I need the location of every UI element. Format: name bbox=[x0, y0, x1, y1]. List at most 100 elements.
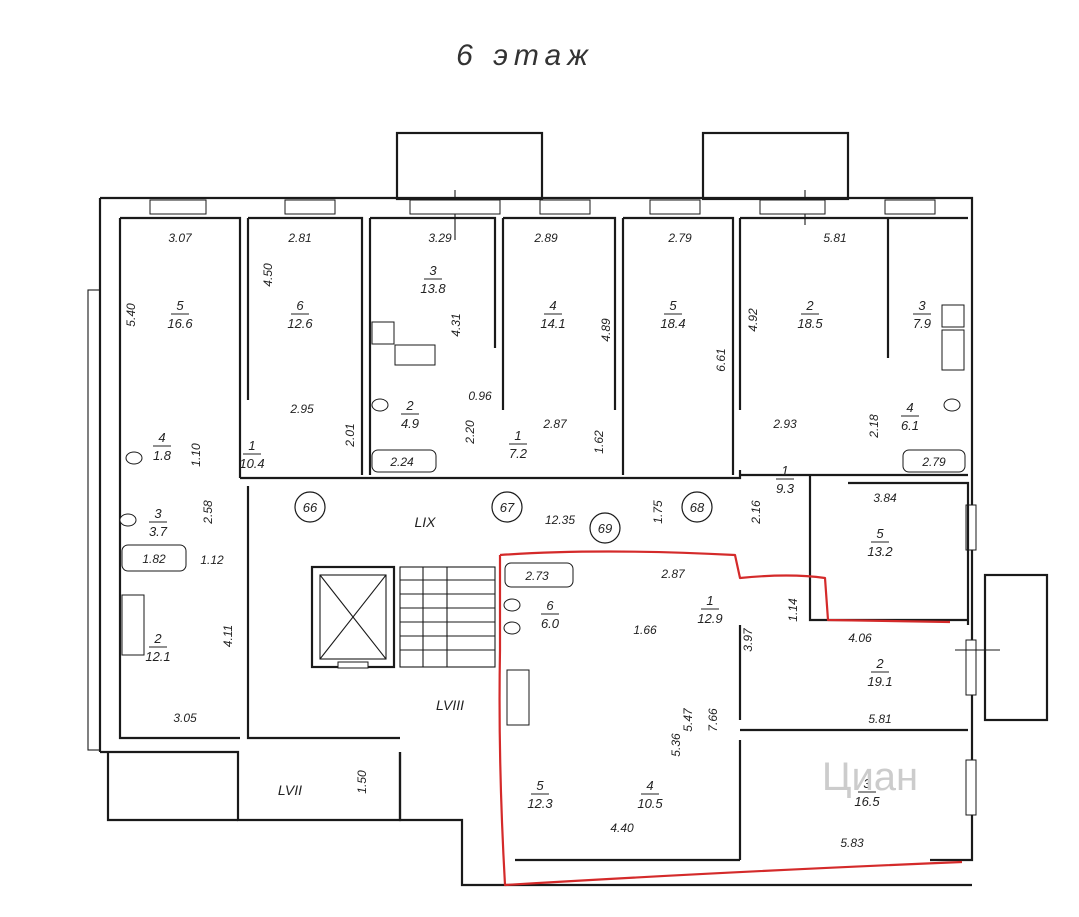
dimension-label: 2.93 bbox=[772, 417, 797, 431]
room-number: 3 bbox=[918, 298, 926, 313]
axis-marker: 68 bbox=[690, 500, 705, 515]
room-area: 10.4 bbox=[239, 456, 264, 471]
room-area: 13.2 bbox=[867, 544, 893, 559]
dimension-label: 5.81 bbox=[868, 712, 891, 726]
room-area: 19.1 bbox=[867, 674, 892, 689]
room-area: 10.5 bbox=[637, 796, 663, 811]
dimension-label: 3.29 bbox=[428, 231, 452, 245]
dimension-label: 7.66 bbox=[706, 708, 720, 732]
floor-title: 6 этаж bbox=[456, 39, 594, 72]
room-number: 4 bbox=[549, 298, 556, 313]
dimension-label: 5.47 bbox=[681, 707, 695, 732]
room-number: 1 bbox=[248, 438, 255, 453]
room-area: 14.1 bbox=[540, 316, 565, 331]
dimension-label: 1.14 bbox=[786, 598, 800, 622]
dimension-label: 4.92 bbox=[746, 308, 760, 332]
room-area: 12.3 bbox=[527, 796, 553, 811]
room-number: 6 bbox=[546, 598, 554, 613]
room-area: 18.5 bbox=[797, 316, 823, 331]
room-area: 16.5 bbox=[854, 794, 880, 809]
room-area: 3.7 bbox=[149, 524, 168, 539]
room-area: 1.8 bbox=[153, 448, 172, 463]
dimension-label: 2.01 bbox=[343, 423, 357, 447]
dimension-label: 2.16 bbox=[749, 500, 763, 525]
dimension-label: 4.06 bbox=[848, 631, 872, 645]
dimension-label: 1.66 bbox=[633, 623, 657, 637]
dimension-label: 5.83 bbox=[840, 836, 864, 850]
room-area: 13.8 bbox=[420, 281, 446, 296]
room-number: 5 bbox=[669, 298, 677, 313]
dimension-label: 2.58 bbox=[201, 500, 215, 525]
dimension-label: 5.40 bbox=[124, 303, 138, 327]
stair-label: LVIII bbox=[436, 697, 464, 713]
dimension-label: 0.96 bbox=[468, 389, 492, 403]
room-number: 3 bbox=[429, 263, 437, 278]
room-number: 2 bbox=[405, 398, 414, 413]
room-labels: 516.6612.6313.8414.1518.4218.537.924.917… bbox=[145, 263, 931, 811]
axis-marker: 67 bbox=[500, 500, 515, 515]
room-number: 4 bbox=[158, 430, 165, 445]
dimension-label: 2.18 bbox=[867, 414, 881, 439]
balcony-right bbox=[701, 131, 850, 201]
dimension-label: 4.40 bbox=[610, 821, 634, 835]
dimension-label: 1.12 bbox=[200, 553, 224, 567]
bath-size-label: 2.73 bbox=[524, 569, 549, 583]
dimension-label: 1.50 bbox=[355, 770, 369, 794]
room-area: 12.6 bbox=[287, 316, 313, 331]
room-number: 3 bbox=[154, 506, 162, 521]
room-area: 12.1 bbox=[145, 649, 170, 664]
dimension-label: 4.89 bbox=[599, 318, 613, 342]
bath-size-label: 1.82 bbox=[142, 552, 166, 566]
dimension-label: 2.87 bbox=[660, 567, 686, 581]
dimension-label: 3.05 bbox=[173, 711, 197, 725]
dimension-label: 4.50 bbox=[261, 263, 275, 287]
dimension-label: 5.81 bbox=[823, 231, 846, 245]
room-number: 1 bbox=[514, 428, 521, 443]
dimension-label: 2.79 bbox=[667, 231, 692, 245]
room-number: 2 bbox=[805, 298, 814, 313]
dimension-label: 4.11 bbox=[221, 625, 235, 647]
room-number: 1 bbox=[781, 463, 788, 478]
balcony-left bbox=[395, 131, 544, 201]
room-area: 16.6 bbox=[167, 316, 193, 331]
stair-label: LVII bbox=[278, 782, 302, 798]
room-area: 6.0 bbox=[541, 616, 560, 631]
room-number: 5 bbox=[536, 778, 544, 793]
room-number: 5 bbox=[176, 298, 184, 313]
dimension-label: 12.35 bbox=[545, 513, 575, 527]
room-area: 18.4 bbox=[660, 316, 685, 331]
room-area: 6.1 bbox=[901, 418, 919, 433]
room-number: 2 bbox=[153, 631, 162, 646]
room-number: 3 bbox=[863, 776, 871, 791]
room-area: 4.9 bbox=[401, 416, 419, 431]
watermark: Циан bbox=[822, 755, 918, 799]
bath-size-label: 2.24 bbox=[389, 455, 414, 469]
room-area: 12.9 bbox=[697, 611, 722, 626]
room-number: 5 bbox=[876, 526, 884, 541]
room-area: 7.2 bbox=[509, 446, 528, 461]
dimension-label: 2.89 bbox=[533, 231, 558, 245]
room-number: 4 bbox=[646, 778, 653, 793]
dimension-label: 3.84 bbox=[873, 491, 897, 505]
dimension-label: 2.20 bbox=[463, 420, 477, 445]
dimension-label: 1.10 bbox=[189, 443, 203, 467]
room-number: 2 bbox=[875, 656, 884, 671]
axis-marker: 69 bbox=[598, 521, 612, 536]
room-number: 4 bbox=[906, 400, 913, 415]
dimension-label: 1.62 bbox=[592, 430, 606, 454]
balcony-side bbox=[983, 573, 1049, 722]
axis-markers: 66 67 68 69 bbox=[294, 491, 713, 544]
room-number: 6 bbox=[296, 298, 304, 313]
dimension-label: 5.36 bbox=[669, 733, 683, 757]
dimension-label: 2.95 bbox=[289, 402, 314, 416]
room-area: 9.3 bbox=[776, 481, 795, 496]
room-number: 1 bbox=[706, 593, 713, 608]
dimension-label: 2.87 bbox=[542, 417, 568, 431]
dimension-label: 3.97 bbox=[741, 627, 755, 652]
highlighted-apartment-outline bbox=[498, 550, 963, 887]
dimension-label: 2.81 bbox=[287, 231, 311, 245]
top-windows bbox=[149, 199, 936, 215]
